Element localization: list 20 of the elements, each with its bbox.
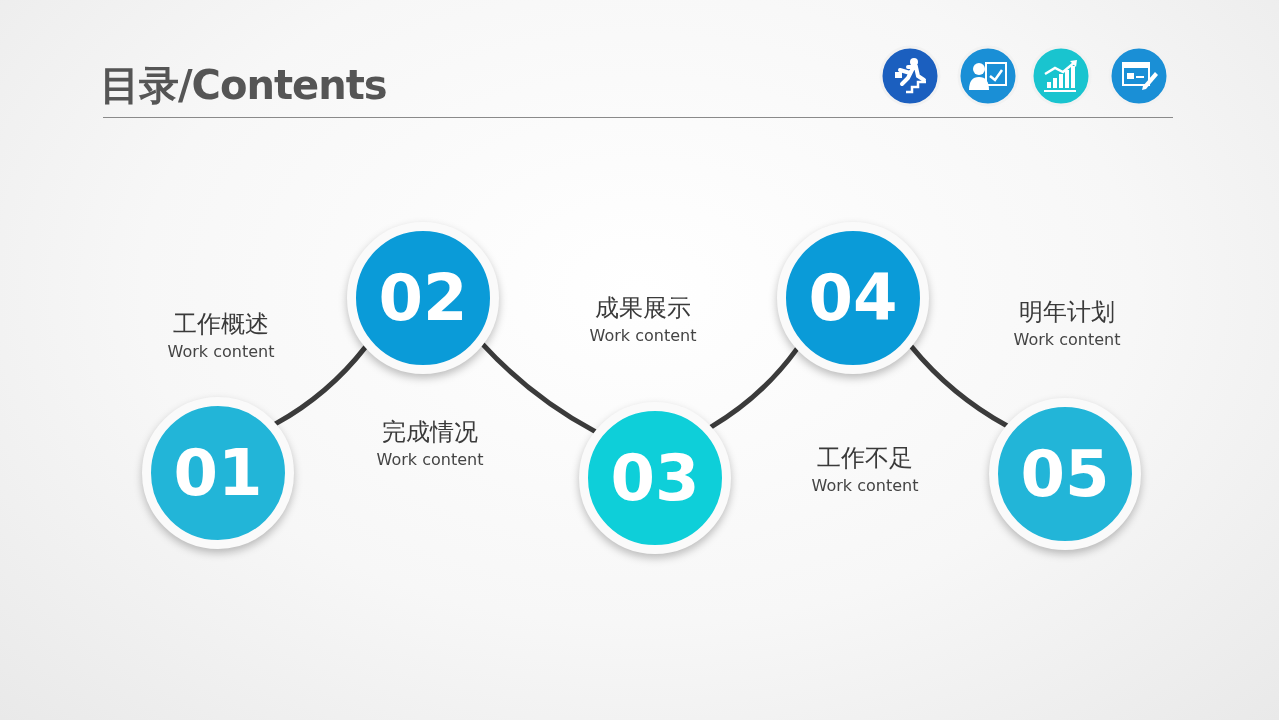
section-heading: 完成情况 xyxy=(382,417,478,448)
connector-line xyxy=(480,342,598,434)
section-subtitle: Work content xyxy=(376,450,484,469)
section-subtitle: Work content xyxy=(589,326,697,345)
section-subtitle: Work content xyxy=(167,342,275,361)
circle-number: 02 xyxy=(378,261,468,335)
connector-line xyxy=(708,346,800,430)
section-heading: 明年计划 xyxy=(1019,297,1115,328)
circle-number: 01 xyxy=(173,436,263,510)
circle-number: 03 xyxy=(610,441,700,515)
section-heading: 工作不足 xyxy=(817,443,913,474)
section-subtitle: Work content xyxy=(811,476,919,495)
section-subtitle: Work content xyxy=(1013,330,1121,349)
section-heading: 成果展示 xyxy=(595,293,691,324)
circle-number: 05 xyxy=(1020,437,1110,511)
connector-line xyxy=(909,344,1009,428)
section-heading: 工作概述 xyxy=(173,309,269,340)
page-title: 目录/Contents xyxy=(100,61,387,110)
circle-number: 04 xyxy=(808,261,898,335)
connector-line xyxy=(273,344,368,427)
